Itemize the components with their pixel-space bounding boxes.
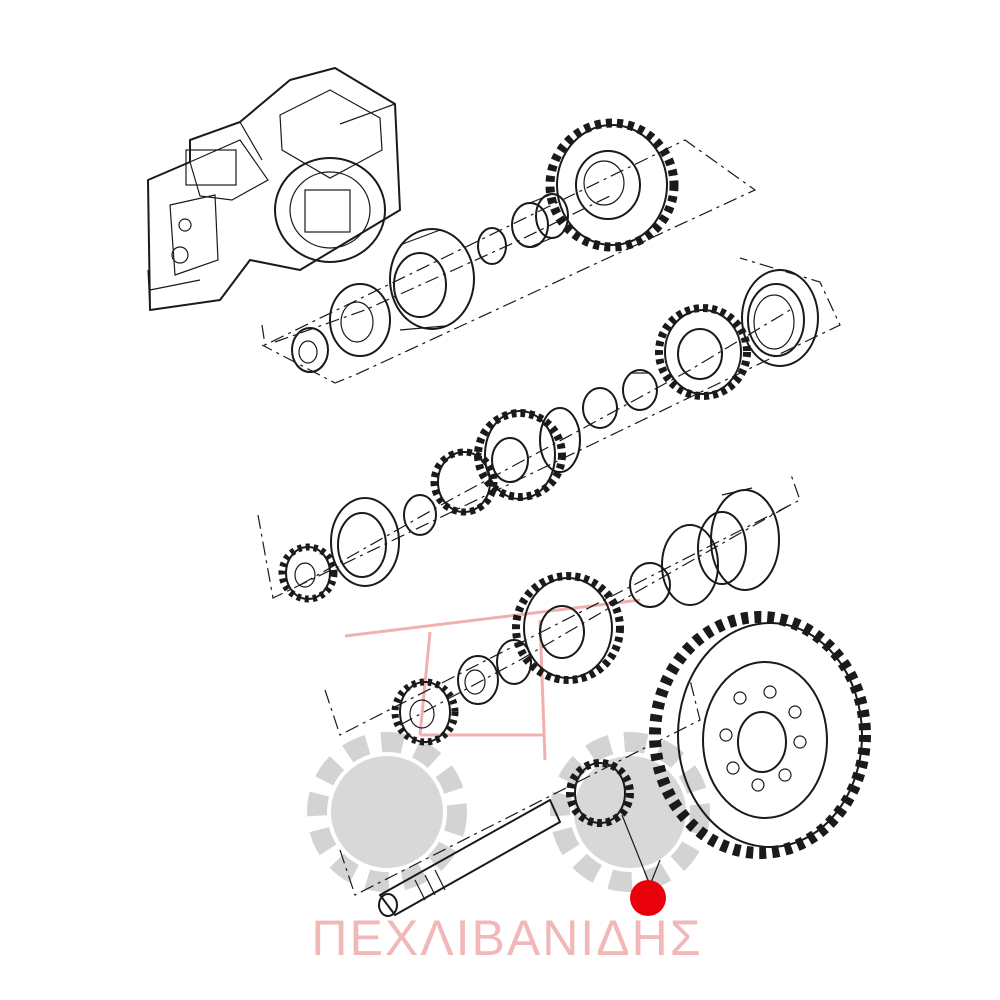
needle-bearing-3 — [496, 639, 532, 685]
pinion-splines — [414, 869, 446, 901]
roller-bearing-1 — [329, 283, 391, 357]
shaft-assembly-1 — [274, 118, 679, 373]
watermark-text: ΠΕΧΛΙΒΑΝΙΔΗΣ — [311, 910, 702, 966]
watermark-cog-left-icon — [307, 732, 467, 892]
hotspot-leader-line — [621, 814, 651, 886]
snap-ring-1 — [477, 227, 507, 265]
pinion-gear — [566, 759, 634, 827]
sync-ring-right — [741, 269, 819, 367]
small-gear-left — [278, 543, 338, 603]
washer-3 — [457, 655, 499, 705]
cluster-gear — [430, 407, 581, 516]
small-gear-lower — [391, 678, 459, 746]
lock-nut — [291, 327, 329, 373]
bolt-holes — [719, 685, 807, 792]
group-outline-1 — [261, 139, 757, 384]
watermark-tractor-icon — [344, 598, 641, 761]
snap-ring-3a — [661, 524, 719, 606]
group-outline-2 — [257, 257, 841, 599]
spline-hub — [511, 193, 569, 248]
needle-bearing-2a — [622, 369, 658, 411]
crown-wheel — [649, 611, 871, 859]
group-outline-3 — [324, 471, 801, 736]
gear-mid-right — [655, 304, 751, 400]
shaft-assembly-3 — [391, 487, 791, 746]
watermark-logo — [307, 598, 710, 892]
needle-bearing-2b — [582, 387, 618, 429]
pinion-shaft — [378, 759, 634, 917]
sync-ring-left — [330, 497, 400, 587]
gear-large-top — [545, 118, 679, 252]
snap-ring-3b — [629, 562, 671, 608]
watermark-cog-right-icon — [550, 732, 710, 892]
bearing-cup-large — [389, 228, 475, 331]
part-hotspot-marker[interactable] — [630, 880, 666, 916]
shaft-assembly-2 — [278, 269, 819, 603]
gearbox-housing — [147, 67, 401, 311]
gear-lower-large — [512, 572, 624, 684]
needle-bearing-2c — [403, 494, 437, 536]
